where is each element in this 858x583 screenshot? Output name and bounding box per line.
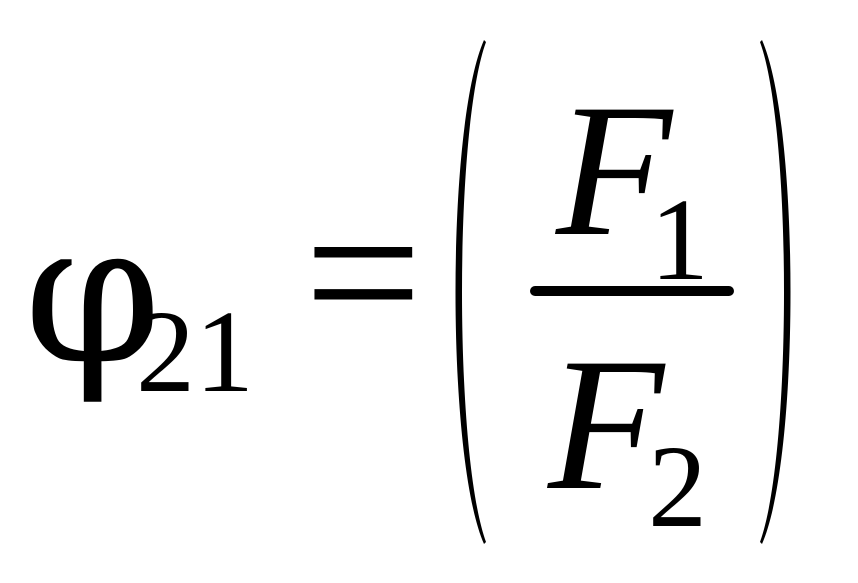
phi-symbol: φ bbox=[24, 180, 162, 408]
left-parenthesis bbox=[455, 40, 486, 544]
denominator-subscript: 2 bbox=[648, 421, 707, 552]
numerator-subscript: 1 bbox=[650, 174, 709, 305]
right-parenthesis bbox=[760, 40, 791, 544]
numerator-variable: F bbox=[556, 66, 673, 276]
fraction-bar bbox=[530, 286, 734, 296]
denominator-variable: F bbox=[548, 320, 665, 530]
lhs-subscript: 21 bbox=[136, 286, 254, 417]
equals-sign: = bbox=[304, 157, 423, 389]
